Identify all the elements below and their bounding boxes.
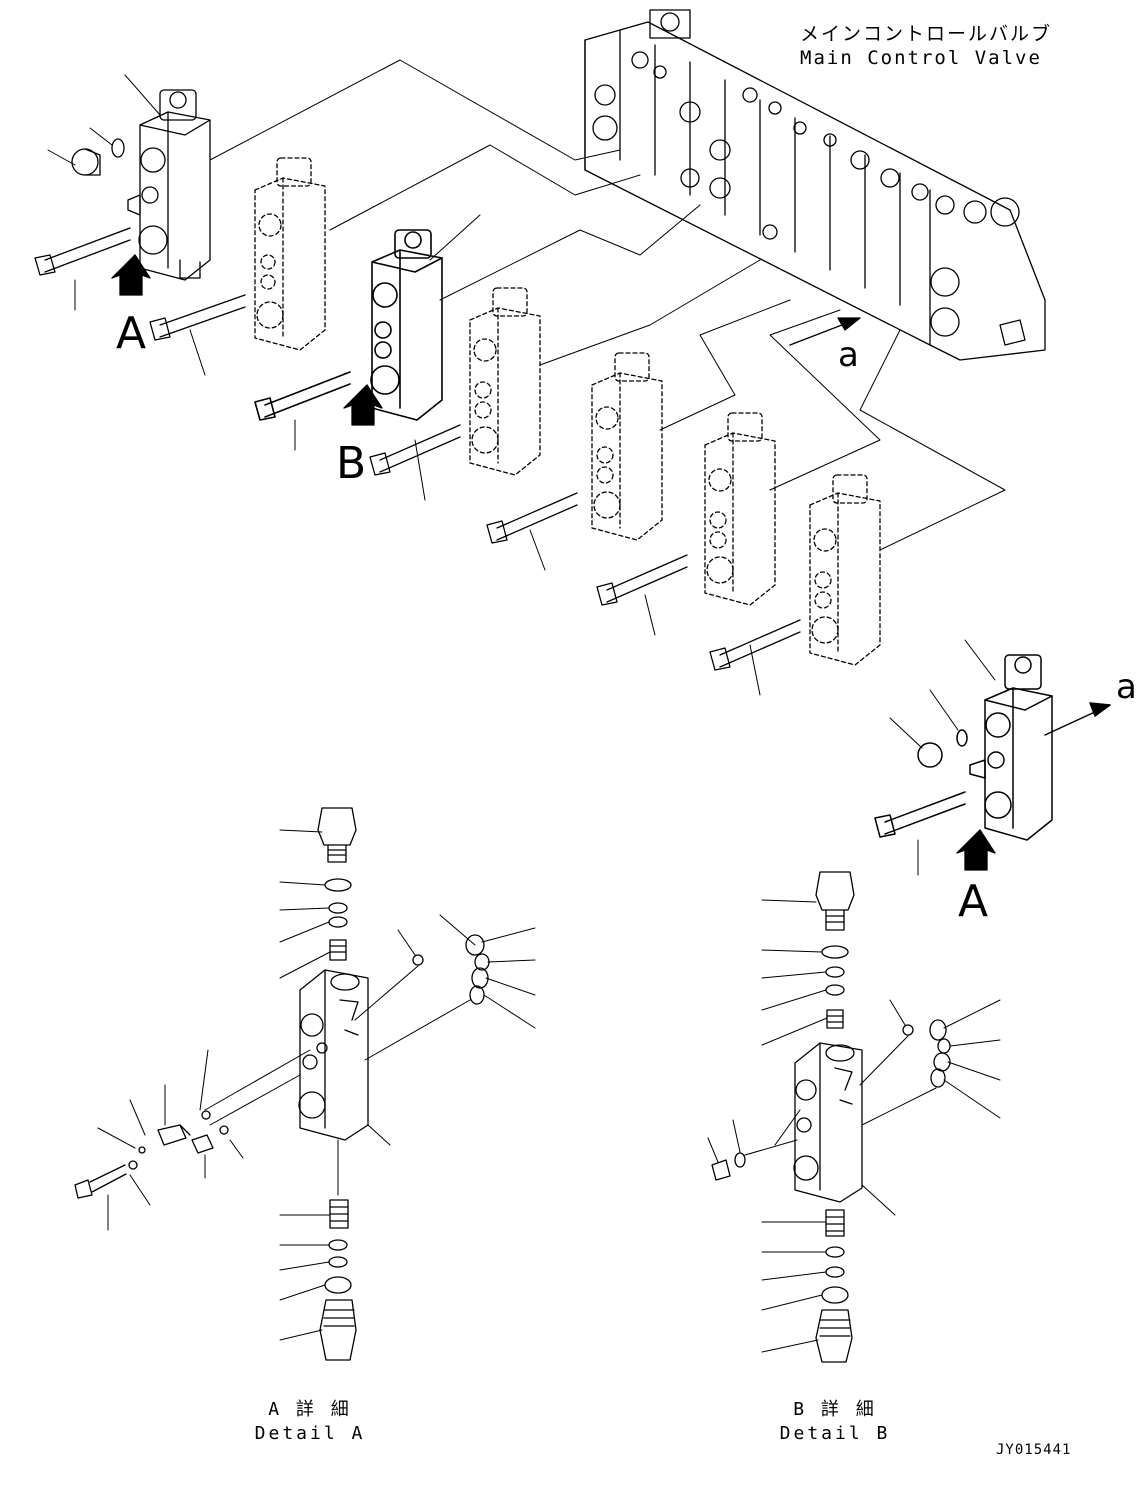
title-en: Main Control Valve (800, 47, 1042, 69)
valve-block-1 (34, 89, 211, 281)
connection-lines (209, 59, 1006, 551)
arrow-a-top (789, 317, 861, 346)
detail-b-caption: B 詳 細 Detail B (775, 1398, 895, 1446)
detail-b-en: Detail B (779, 1423, 891, 1444)
detail-b-jp: B 詳 細 (793, 1399, 877, 1420)
arrow-label-a-top: a (838, 335, 859, 375)
valve-block-5 (591, 352, 663, 541)
callout-leaders-upper (47, 74, 996, 876)
valve-block-4 (469, 287, 541, 476)
bolt-4 (369, 424, 461, 476)
valve-block-2 (149, 157, 326, 351)
bolt-7 (709, 619, 801, 671)
bolt-5 (486, 492, 578, 544)
valve-block-right (874, 654, 1111, 841)
view-arrows (111, 254, 996, 871)
arrow-label-a-right: a (1116, 667, 1137, 707)
view-label-a-top: A (116, 308, 147, 359)
view-label-b: B (336, 438, 367, 489)
detail-a-caption: A 詳 細 Detail A (250, 1398, 370, 1446)
main-control-valve (584, 9, 1046, 361)
detail-b-leaders (707, 899, 1001, 1353)
valve-block-6 (704, 412, 776, 606)
detail-a-jp: A 詳 細 (268, 1399, 352, 1420)
main-control-valve-title: メインコントロールバルブ Main Control Valve (800, 22, 1052, 70)
valve-block-7 (809, 474, 881, 666)
drawing-code: JY015441 (996, 1442, 1072, 1458)
detail-a-assembly (74, 807, 490, 1361)
bolt-6 (596, 554, 688, 606)
view-label-a-right: A (958, 876, 989, 927)
title-jp: メインコントロールバルブ (800, 23, 1053, 45)
detail-b-assembly (711, 871, 951, 1363)
valve-block-3 (254, 229, 443, 421)
detail-a-leaders (97, 829, 536, 1341)
detail-a-en: Detail A (254, 1423, 366, 1444)
